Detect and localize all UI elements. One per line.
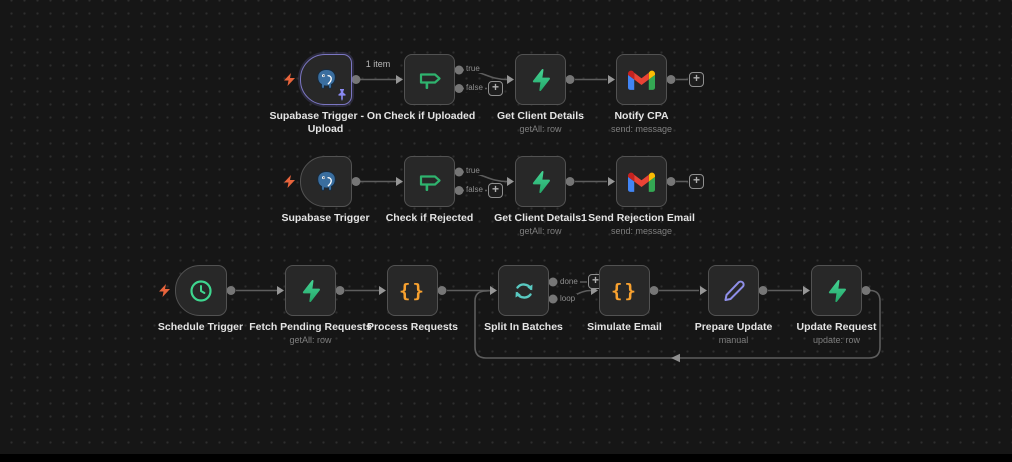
node-schedule-trigger[interactable]: Schedule Trigger <box>158 265 243 333</box>
gmail-icon <box>628 172 655 192</box>
clock-icon <box>190 279 212 302</box>
node-label: Get Client Details <box>497 110 584 122</box>
node-box[interactable] <box>616 54 667 105</box>
supabase-bolt-icon <box>302 279 320 302</box>
node-label: Update Request <box>796 321 877 333</box>
node-label: Fetch Pending Requests <box>249 321 372 333</box>
pinned-data-pin-icon <box>338 89 346 101</box>
postgres-elephant-icon <box>316 69 336 90</box>
node-box[interactable] <box>515 54 566 105</box>
node-label: Simulate Email <box>587 321 662 333</box>
gmail-icon <box>628 70 655 90</box>
add-node-button-if1-false[interactable]: + <box>488 81 503 96</box>
node-label: Prepare Update <box>694 321 773 333</box>
node-subtitle: update: row <box>812 334 861 345</box>
node-box[interactable] <box>811 265 862 316</box>
trigger-execute-bolt-icon <box>284 73 295 86</box>
node-label: Supabase Trigger <box>281 212 370 224</box>
node-box[interactable] <box>404 156 455 207</box>
node-label: Schedule Trigger <box>157 321 244 333</box>
node-supabase-trigger-on-upload[interactable]: Supabase Trigger - On Upload <box>269 54 382 135</box>
node-subtitle: getAll: row <box>519 123 562 134</box>
node-check-if-uploaded[interactable]: Check if Uploaded <box>384 54 475 122</box>
loopback-arrowhead <box>671 353 680 363</box>
node-box[interactable] <box>300 54 352 105</box>
postgres-elephant-icon <box>316 171 336 192</box>
node-box[interactable] <box>515 156 566 207</box>
supabase-bolt-icon <box>532 170 550 193</box>
node-subtitle: getAll: row <box>289 334 332 345</box>
node-check-if-rejected[interactable]: Check if Rejected <box>386 156 473 224</box>
node-box[interactable] <box>404 54 455 105</box>
if-signpost-icon <box>419 174 441 191</box>
node-label: Supabase Trigger - On Upload <box>269 110 382 135</box>
loop-sync-icon <box>515 282 532 299</box>
add-node-button-rejection[interactable]: + <box>689 174 704 189</box>
if1-true-label: true <box>464 64 482 73</box>
node-label: Check if Uploaded <box>383 110 476 122</box>
split-done-label: done <box>558 277 580 286</box>
node-simulate-email[interactable]: {} Simulate Email <box>587 265 662 333</box>
connection-item-count: 1 item <box>356 59 400 69</box>
if1-false-label: false <box>464 83 485 92</box>
code-braces-icon: {} <box>399 279 426 302</box>
node-subtitle: getAll: row <box>519 225 562 236</box>
node-subtitle: manual <box>718 334 749 345</box>
node-subtitle: send: message <box>610 225 673 236</box>
split-loop-label: loop <box>558 294 578 303</box>
node-label: Process Requests <box>366 321 459 333</box>
node-label: Split In Batches <box>484 321 563 333</box>
if-signpost-icon <box>419 72 441 89</box>
node-box[interactable] <box>616 156 667 207</box>
trigger-execute-bolt-icon <box>284 175 295 188</box>
pencil-icon <box>724 280 745 301</box>
node-split-in-batches[interactable]: Split In Batches <box>484 265 563 333</box>
node-label: Get Client Details1 <box>494 212 587 224</box>
node-label: Send Rejection Email <box>588 212 695 224</box>
add-node-button-notify-cpa[interactable]: + <box>689 72 704 87</box>
node-box[interactable] <box>285 265 336 316</box>
node-box[interactable] <box>708 265 759 316</box>
if2-true-label: true <box>464 166 482 175</box>
node-box[interactable] <box>498 265 549 316</box>
supabase-bolt-icon <box>828 279 846 302</box>
supabase-bolt-icon <box>532 68 550 91</box>
if2-false-label: false <box>464 185 485 194</box>
trigger-execute-bolt-icon <box>159 284 170 297</box>
node-box[interactable] <box>300 156 352 207</box>
node-box[interactable]: {} <box>387 265 438 316</box>
window-bottom-edge <box>0 454 1012 462</box>
add-node-button-if2-false[interactable]: + <box>488 183 503 198</box>
node-subtitle: send: message <box>610 123 673 134</box>
node-label: Notify CPA <box>614 110 669 122</box>
node-box[interactable]: {} <box>599 265 650 316</box>
node-box[interactable] <box>175 265 227 316</box>
code-braces-icon: {} <box>611 279 638 302</box>
node-process-requests[interactable]: {} Process Requests <box>367 265 458 333</box>
node-label: Check if Rejected <box>385 212 474 224</box>
node-supabase-trigger[interactable]: Supabase Trigger <box>281 156 370 224</box>
